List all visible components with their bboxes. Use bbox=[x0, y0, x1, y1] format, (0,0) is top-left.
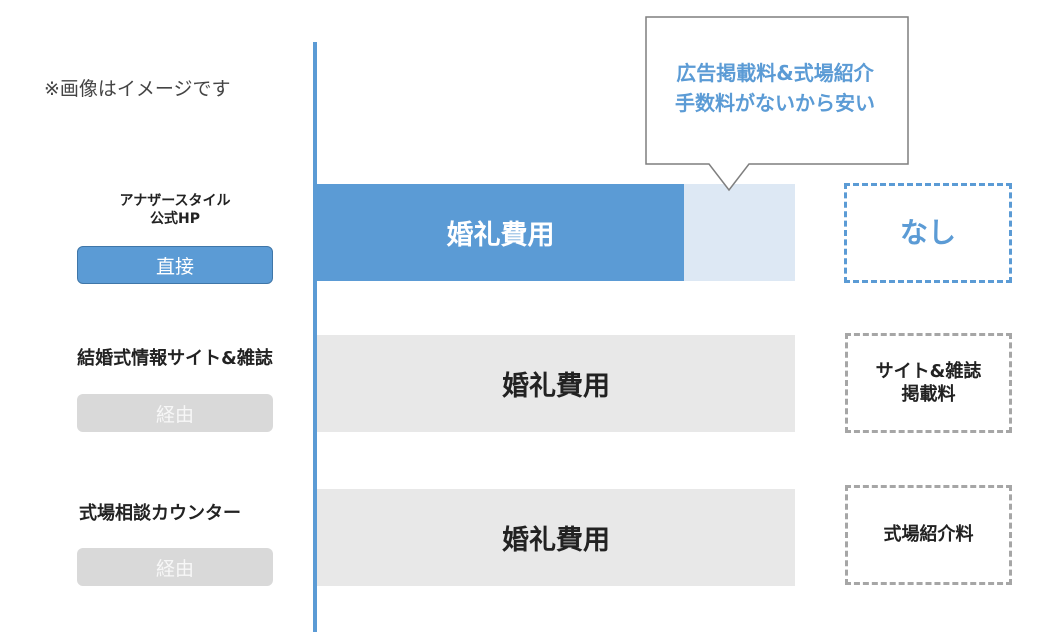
row1-label-line2: 公式HP bbox=[150, 211, 200, 227]
row1-extra-fee-text: なし bbox=[899, 215, 956, 249]
callout-bubble bbox=[645, 16, 909, 192]
row1-label: アナザースタイル 公式HP bbox=[60, 192, 290, 228]
row2-extra-fee-line2: 掲載料 bbox=[901, 384, 956, 405]
callout-line1: 広告掲載料&式場紹介 bbox=[676, 61, 874, 85]
row1-label-line1: アナザースタイル bbox=[119, 193, 231, 209]
callout-text: 広告掲載料&式場紹介 手数料がないから安い bbox=[648, 58, 902, 118]
callout-line2: 手数料がないから安い bbox=[675, 91, 875, 115]
axis-line bbox=[313, 42, 317, 632]
row1-extra-fee-box: なし bbox=[844, 183, 1012, 283]
row3-wedding-cost-bar: 婚礼費用 bbox=[317, 489, 795, 586]
row2-wedding-cost-bar: 婚礼費用 bbox=[317, 335, 795, 432]
row1-wedding-cost-bar: 婚礼費用 bbox=[317, 184, 684, 281]
row3-extra-fee-text: 式場紹介料 bbox=[883, 524, 974, 546]
row2-label: 結婚式情報サイト&雑誌 bbox=[77, 348, 273, 369]
row1-route-badge: 直接 bbox=[77, 246, 273, 284]
row3-extra-fee-box: 式場紹介料 bbox=[845, 485, 1012, 585]
disclaimer-note: ※画像はイメージです bbox=[44, 78, 231, 100]
row1-savings-bar bbox=[684, 184, 795, 281]
row3-label: 式場相談カウンター bbox=[79, 503, 241, 524]
row3-route-badge: 経由 bbox=[77, 548, 273, 586]
row2-route-badge: 経由 bbox=[77, 394, 273, 432]
row2-extra-fee-box: サイト&雑誌 掲載料 bbox=[845, 333, 1012, 433]
row2-extra-fee-line1: サイト&雑誌 bbox=[875, 360, 982, 382]
